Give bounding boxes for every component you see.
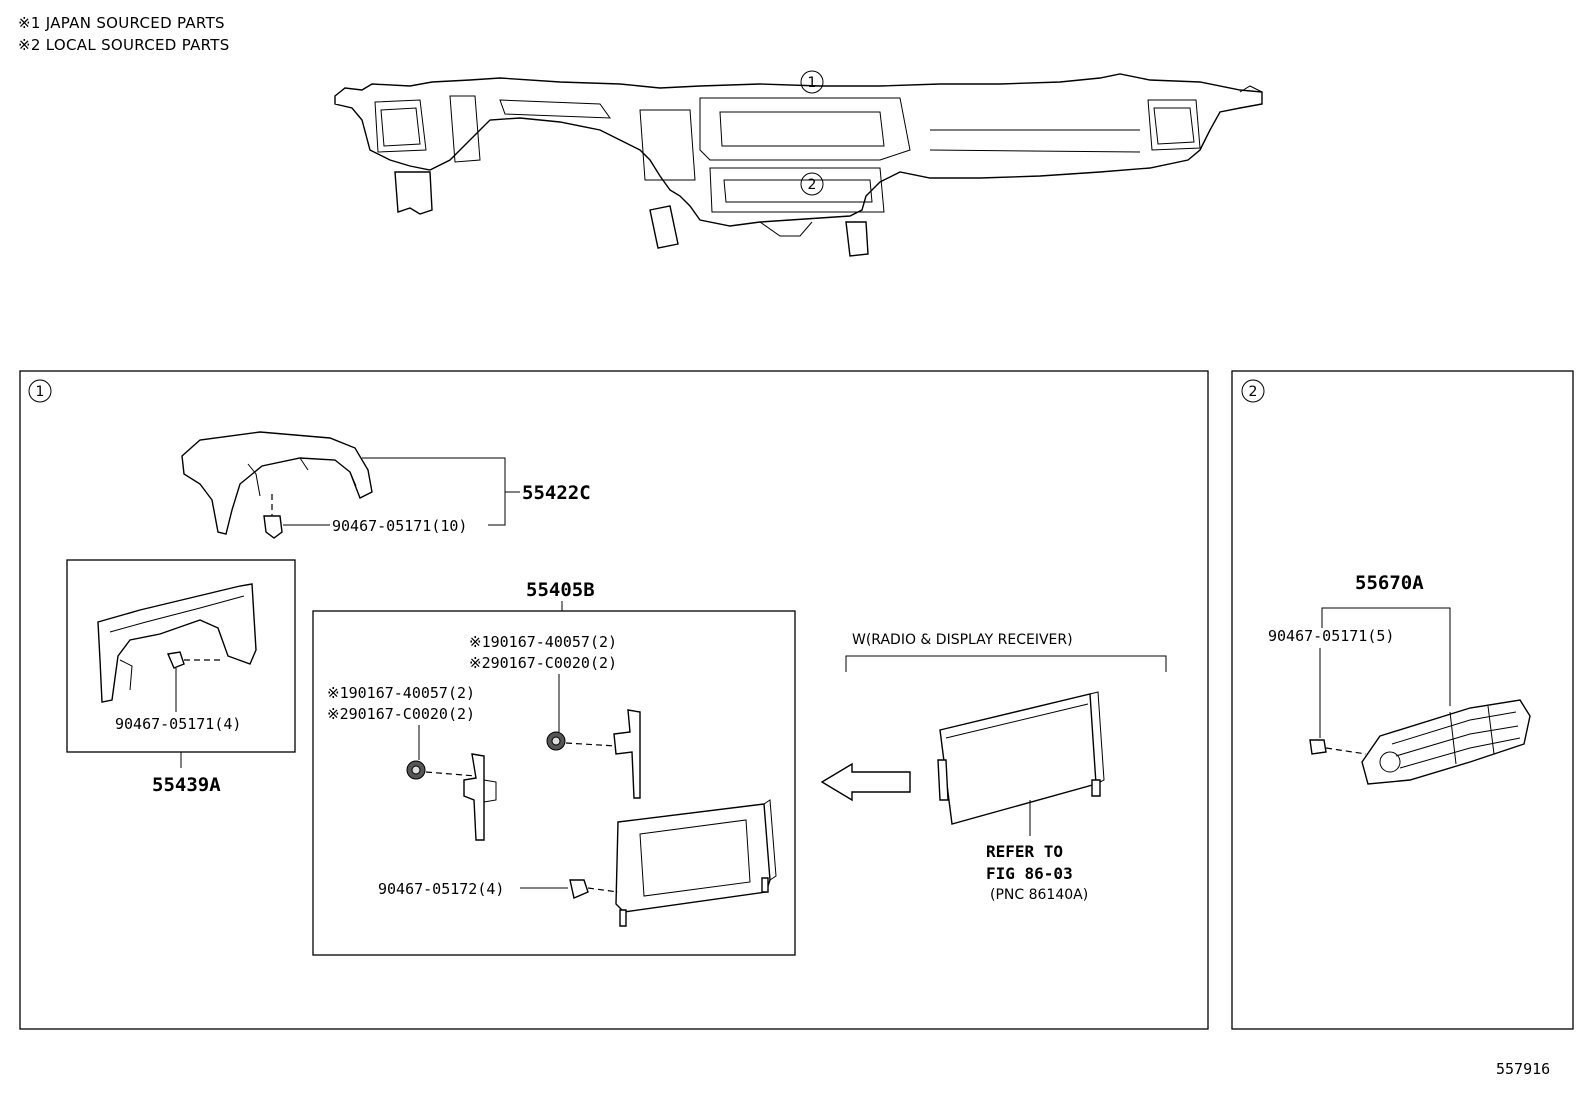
radio-display-receiver	[937, 691, 1105, 825]
section-2-frame	[1231, 370, 1574, 1030]
label-clip-55439a: 90467-05171(4)	[115, 715, 241, 733]
label-clip-55422c: 90467-05171(10)	[332, 517, 467, 535]
note-local-sourced: ※2 LOCAL SOURCED PARTS	[18, 36, 230, 54]
section-1-badge: 1	[28, 379, 52, 403]
label-clip-55405b: 90467-05172(4)	[378, 880, 504, 898]
callout-1: 1	[800, 70, 824, 94]
label-55670a: 55670A	[1355, 572, 1424, 594]
label-55439a: 55439A	[152, 774, 221, 796]
panel-55439a	[97, 583, 257, 703]
label-refer-3: (PNC 86140A)	[990, 887, 1088, 903]
bracket-55422c	[362, 457, 506, 526]
label-receiver: W(RADIO & DISPLAY RECEIVER)	[852, 632, 1073, 648]
label-clip-55670a: 90467-05171(5)	[1268, 627, 1394, 645]
svg-text:2: 2	[1249, 384, 1258, 400]
callout-2: 2	[800, 172, 824, 196]
bracket-right	[613, 709, 641, 799]
screw-right	[546, 674, 617, 751]
screw-left	[406, 725, 477, 780]
label-55422c: 55422C	[522, 482, 591, 504]
section-2-badge: 2	[1241, 379, 1265, 403]
label-55405b: 55405B	[526, 579, 595, 601]
svg-text:2: 2	[808, 177, 817, 193]
label-refer-1: REFER TO	[986, 842, 1063, 861]
label-screw-right-1: ※190167-40057(2)	[469, 633, 617, 651]
direction-arrow	[820, 762, 911, 802]
cluster-hood-55422c	[181, 431, 373, 539]
section-1-frame	[19, 370, 1209, 1030]
panel-55405b-frame	[312, 610, 796, 956]
note-japan-sourced: ※1 JAPAN SOURCED PARTS	[18, 14, 225, 32]
svg-text:1: 1	[36, 384, 45, 400]
display-panel-55405b	[569, 799, 777, 927]
bracket-left	[463, 753, 497, 841]
label-screw-right-2: ※290167-C0020(2)	[469, 654, 617, 672]
diagram-id: 557916	[1496, 1060, 1550, 1078]
bracket-receiver	[845, 655, 1167, 672]
instrument-panel-overview	[334, 73, 1263, 257]
vent-assembly-55670a	[1309, 699, 1531, 785]
bracket-55670a	[1321, 607, 1451, 706]
label-refer-2: FIG 86-03	[986, 864, 1073, 883]
svg-text:1: 1	[808, 75, 817, 91]
label-screw-left-2: ※290167-C0020(2)	[327, 705, 475, 723]
label-screw-left-1: ※190167-40057(2)	[327, 684, 475, 702]
